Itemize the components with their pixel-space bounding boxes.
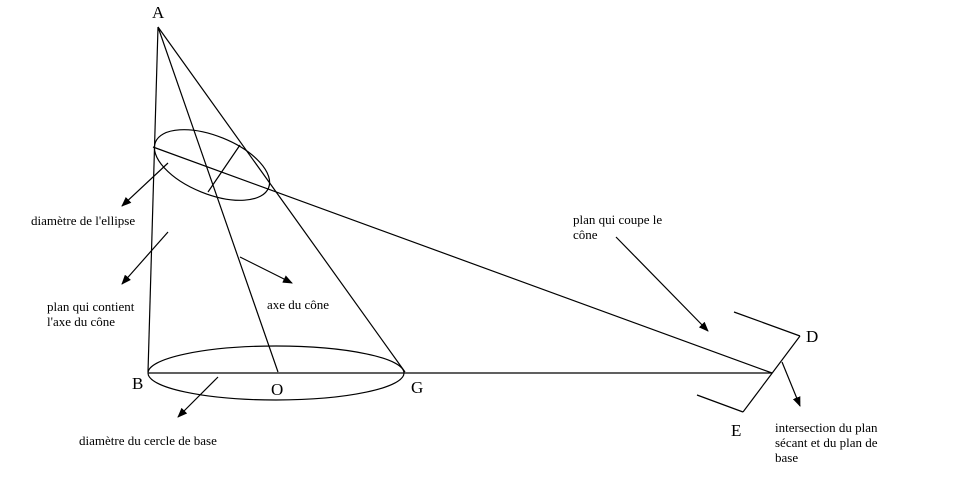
cutting-plane-line	[152, 146, 773, 374]
arrow-ellipse-diameter	[121, 162, 169, 207]
arrow-axial-plane	[121, 231, 169, 285]
section-ellipse	[153, 129, 271, 201]
label-intersection-line-2: sécant et du plan de	[775, 435, 878, 450]
plane-edge-D	[733, 311, 801, 337]
ellipse-chord	[207, 144, 241, 193]
label-intersection: intersection du plan sécant et du plan d…	[775, 420, 878, 465]
point-label-B: B	[132, 374, 143, 393]
label-base-diameter-line-1: diamètre du cercle de base	[79, 433, 217, 448]
label-cone-axis-line-1: axe du cône	[267, 297, 330, 312]
point-label-D: D	[806, 327, 818, 346]
point-label-O: O	[271, 380, 283, 399]
label-cutting-plane-line-1: plan qui coupe le	[573, 212, 663, 227]
generator-AB	[147, 26, 159, 373]
label-base-diameter: diamètre du cercle de base	[79, 433, 217, 448]
arrow-intersection	[781, 361, 801, 407]
generator-AG	[157, 26, 406, 373]
cone-axis-AO	[157, 26, 279, 373]
intersection-line-DE	[742, 335, 801, 413]
label-intersection-line-3: base	[775, 450, 799, 465]
arrow-cone-axis	[239, 256, 293, 284]
label-cutting-plane-line-2: cône	[573, 227, 598, 242]
label-ellipse-diameter: diamètre de l'ellipse	[31, 213, 135, 228]
label-intersection-line-1: intersection du plan	[775, 420, 878, 435]
point-label-G: G	[411, 378, 423, 397]
label-cone-axis: axe du cône	[267, 297, 329, 312]
point-label-A: A	[152, 3, 165, 22]
arrow-base-diameter	[177, 376, 219, 418]
label-ellipse-diameter-line-1: diamètre de l'ellipse	[31, 213, 136, 228]
point-label-E: E	[731, 421, 741, 440]
label-cutting-plane: plan qui coupe le cône	[573, 212, 662, 242]
label-axial-plane: plan qui contient l'axe du cône	[47, 299, 134, 329]
arrow-cutting-plane	[615, 236, 709, 332]
label-axial-plane-line-2: l'axe du cône	[47, 314, 116, 329]
plane-edge-E	[696, 394, 744, 413]
label-axial-plane-line-1: plan qui contient	[47, 299, 135, 314]
